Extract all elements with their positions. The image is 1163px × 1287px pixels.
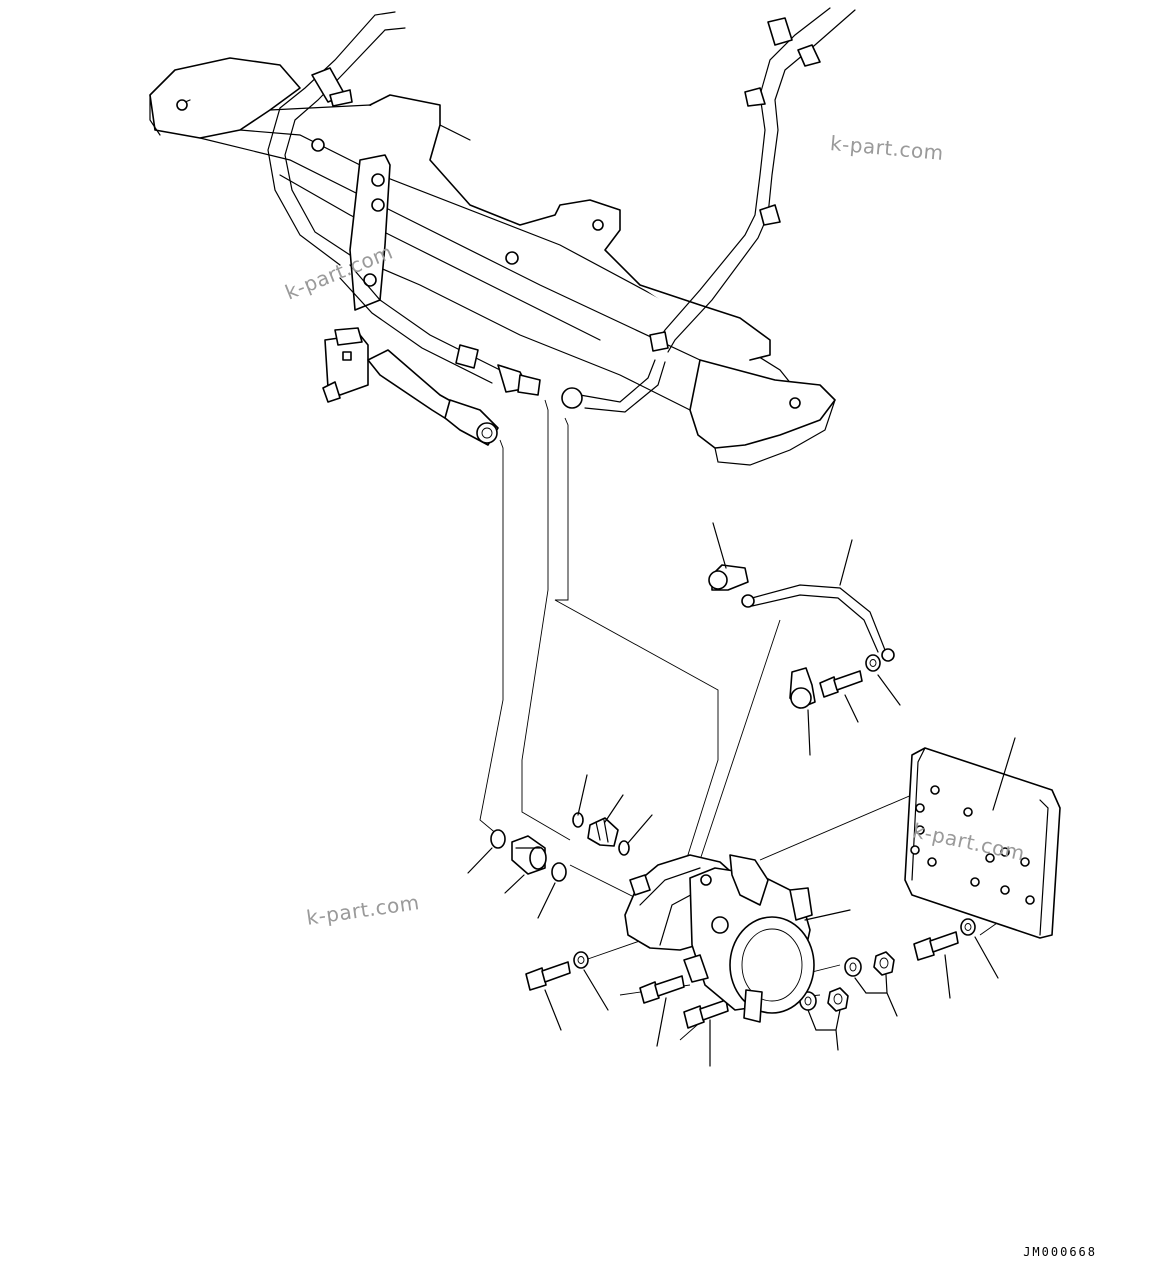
elbow-fitting [587, 817, 619, 847]
upper-hose-left [267, 11, 406, 266]
fitting-connector [511, 835, 547, 875]
mounting-plate [904, 747, 1061, 939]
bolts [525, 670, 959, 1029]
o-rings [490, 812, 630, 882]
hose-assembly [322, 264, 666, 446]
drawing-code: JM000668 [1023, 1245, 1097, 1259]
upper-hose-right [649, 7, 856, 353]
ground-cable [741, 584, 895, 662]
banjo-fittings [708, 564, 816, 709]
pump-motor [624, 854, 815, 1023]
nuts [827, 951, 895, 1012]
axle-bracket [149, 57, 836, 466]
callout-leaders [467, 522, 1016, 1067]
